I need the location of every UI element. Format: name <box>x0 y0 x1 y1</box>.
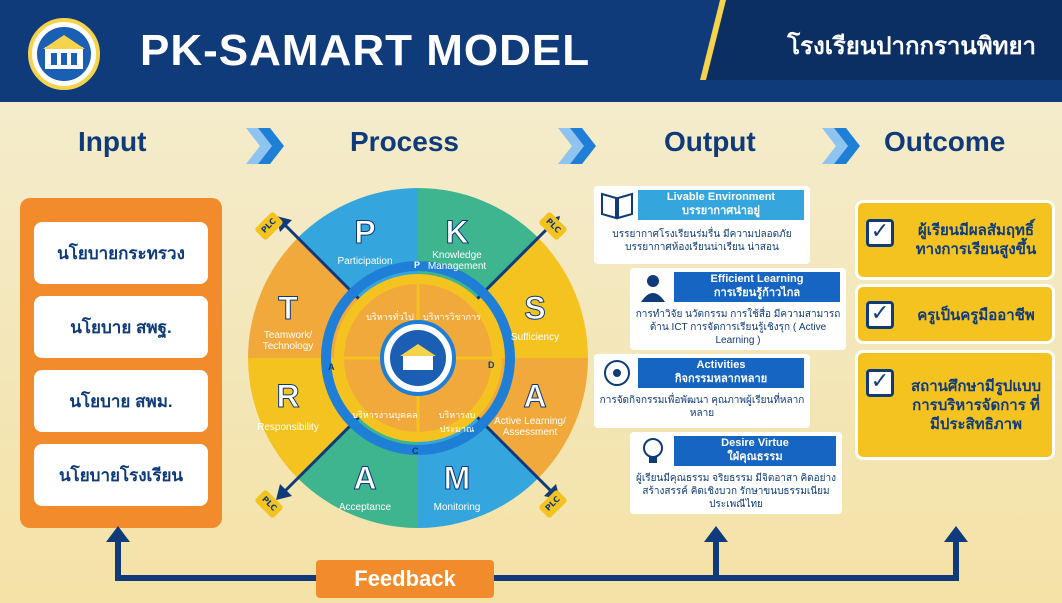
page-title: PK-SAMART MODEL <box>140 26 591 75</box>
book-icon <box>601 192 633 220</box>
school-logo <box>28 18 100 90</box>
output-desc: บรรยากาศโรงเรียนร่มรื่น มีความปลอดภัย บร… <box>612 229 792 253</box>
output-card: Activities กิจกรรมหลากหลาย การจัดกิจกรรม… <box>594 354 810 428</box>
output-title: Livable Environment บรรยากาศน่าอยู่ <box>638 190 804 220</box>
input-item: นโยบายกระทรวง <box>34 222 208 284</box>
stage-input: Input <box>78 126 147 157</box>
outcome-card: ✓ ครูเป็นครูมืออาชีพ <box>855 284 1055 344</box>
feedback-label: Feedback <box>316 560 494 598</box>
input-item: นโยบาย สพม. <box>34 370 208 432</box>
output-desc: ผู้เรียนมีคุณธรรม จริยธรรม มีจิตอาสา คิด… <box>635 473 837 510</box>
presenter-icon <box>641 275 665 302</box>
outcome-card: ✓ ผู้เรียนมีผลสัมฤทธิ์ ทางการเรียนสูงขึ้… <box>855 200 1055 280</box>
checkbox-icon: ✓ <box>866 369 894 397</box>
output-desc: การจัดกิจกรรมเพื่อพัฒนา คุณภาพผู้เรียนที… <box>599 395 805 419</box>
outcome-text: ครูเป็นครูมืออาชีพ <box>917 307 1035 324</box>
output-card: Efficient Learning การเรียนรู้ก้าวไกล กา… <box>630 268 846 350</box>
stage-process: Process <box>350 126 459 157</box>
school-name: โรงเรียนปากกรานพิทยา <box>787 33 1036 60</box>
outcome-card: ✓ สถานศึกษามีรูปแบบ การบริหารจัดการ ที่ม… <box>855 350 1055 460</box>
checkbox-icon: ✓ <box>866 301 894 329</box>
input-item: นโยบาย สพฐ. <box>34 296 208 358</box>
outcome-text: ผู้เรียนมีผลสัมฤทธิ์ ทางการเรียนสูงขึ้น <box>915 222 1037 258</box>
input-item: นโยบายโรงเรียน <box>34 444 208 506</box>
header-decoration <box>700 0 1062 80</box>
outcome-text: สถานศึกษามีรูปแบบ การบริหารจัดการ ที่มีป… <box>910 378 1041 433</box>
output-title: Activities กิจกรรมหลากหลาย <box>638 358 804 388</box>
stage-output: Output <box>664 126 756 157</box>
output-desc: การทำวิจัย นวัตกรรม การใช้สื่อ มีความสาม… <box>635 309 841 346</box>
output-title: Desire Virtue ใฝ่คุณธรรม <box>674 436 836 466</box>
lightbulb-icon <box>643 438 663 463</box>
chevron-right-icon <box>558 128 596 164</box>
checkbox-icon: ✓ <box>866 219 894 247</box>
stage-outcome: Outcome <box>884 126 1006 157</box>
output-title: Efficient Learning การเรียนรู้ก้าวไกล <box>674 272 840 302</box>
chevron-right-icon <box>822 128 860 164</box>
output-card: Livable Environment บรรยากาศน่าอยู่ บรรย… <box>594 186 810 264</box>
process-wheel <box>248 188 588 528</box>
activities-icon <box>604 360 630 386</box>
output-card: Desire Virtue ใฝ่คุณธรรม ผู้เรียนมีคุณธร… <box>630 432 842 514</box>
chevron-right-icon <box>246 128 284 164</box>
